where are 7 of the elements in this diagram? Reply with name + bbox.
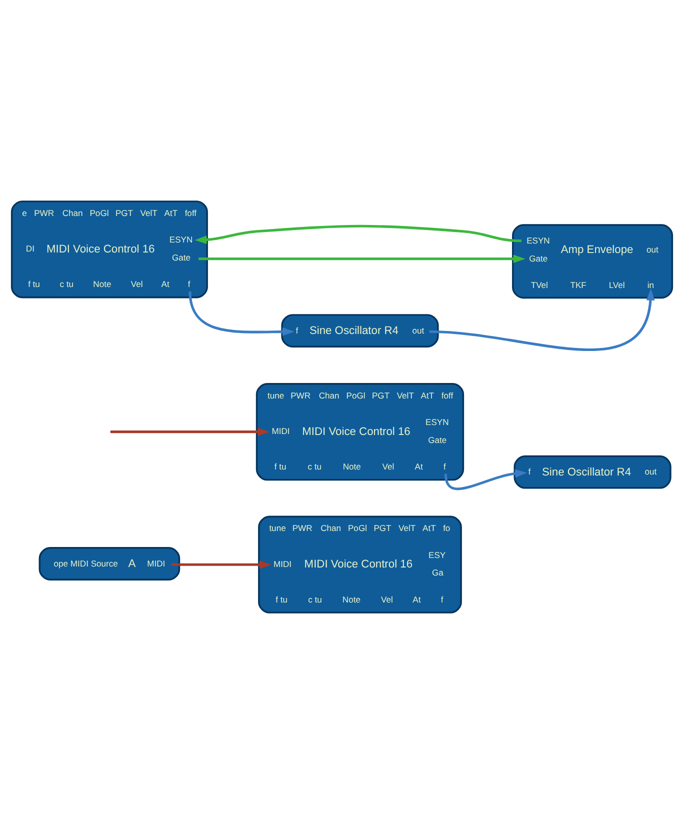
- arrow: [194, 224, 522, 244]
- arrow: [171, 560, 272, 568]
- arrow: [110, 427, 270, 436]
- arrow: [198, 254, 526, 263]
- arrow: [188, 290, 294, 336]
- arrow: [429, 288, 655, 350]
- node-box: ope MIDI Source A MIDI: [38, 546, 180, 580]
